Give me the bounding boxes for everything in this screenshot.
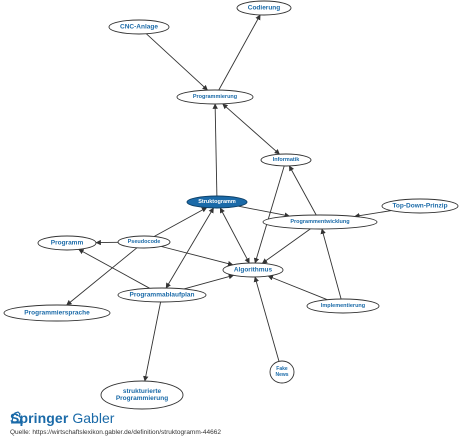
edge-programmentwicklung-algorithmus bbox=[261, 228, 311, 264]
node-shape bbox=[306, 298, 380, 314]
node-shape bbox=[3, 304, 111, 322]
edge-struktogramm-programmentwicklung bbox=[238, 205, 291, 218]
node-informatik[interactable]: Informatik bbox=[260, 153, 312, 167]
edge-implementierung-algorithmus bbox=[267, 275, 328, 301]
edge-programmierung-codierung bbox=[218, 14, 261, 91]
node-programmiersprache[interactable]: Programmiersprache bbox=[3, 304, 111, 322]
node-shape bbox=[176, 89, 254, 105]
node-label: Programm bbox=[51, 240, 84, 247]
node-cnc[interactable]: CNC-Anlage bbox=[108, 19, 170, 35]
node-shape bbox=[100, 380, 184, 410]
node-shape bbox=[117, 287, 207, 303]
node-shape bbox=[186, 195, 248, 209]
edge-programmentwicklung-informatik bbox=[288, 165, 317, 216]
edge-cnc-programmierung bbox=[146, 33, 208, 91]
node-shape bbox=[269, 360, 295, 384]
nodes: CodierungCNC-AnlageProgrammierungInforma… bbox=[3, 0, 459, 410]
node-programm[interactable]: Programm bbox=[37, 235, 97, 251]
node-label: Algorithmus bbox=[234, 267, 273, 274]
edge-programmablaufplan-programm bbox=[78, 249, 150, 289]
node-shape bbox=[381, 198, 459, 214]
node-shape bbox=[260, 153, 312, 167]
node-label: Top-Down-Prinzip bbox=[392, 203, 447, 210]
edge-pseudocode-programmiersprache bbox=[66, 247, 138, 306]
node-shape bbox=[222, 262, 284, 278]
source-text: Quelle: https://wirtschaftslexikon.gable… bbox=[10, 429, 221, 436]
node-topdown[interactable]: Top-Down-Prinzip bbox=[381, 198, 459, 214]
edge-programmablaufplan-strukturierte bbox=[143, 301, 162, 382]
edge-programmablaufplan-algorithmus bbox=[183, 273, 235, 290]
edge-fakenews-algorithmus bbox=[253, 276, 280, 362]
edge-programmierung-informatik bbox=[222, 103, 280, 155]
node-label: Programmablaufplan bbox=[129, 292, 194, 299]
node-label: Fake bbox=[276, 366, 288, 372]
node-shape bbox=[236, 0, 292, 16]
node-shape bbox=[37, 235, 97, 251]
springer-horse-icon bbox=[11, 411, 23, 424]
node-label: Informatik bbox=[273, 157, 301, 163]
node-label: CNC-Anlage bbox=[120, 24, 158, 31]
node-label: Programmiersprache bbox=[24, 310, 90, 317]
node-label: Struktogramm bbox=[198, 199, 236, 205]
springer-gabler-logo: Springer Gabler bbox=[10, 410, 221, 426]
node-label: Programmierung bbox=[116, 395, 168, 402]
brand-sub: Gabler bbox=[72, 410, 115, 426]
edge-struktogramm-programmierung bbox=[212, 103, 218, 197]
node-pseudocode[interactable]: Pseudocode bbox=[117, 235, 171, 249]
node-programmablaufplan[interactable]: Programmablaufplan bbox=[117, 287, 207, 303]
node-label: Implementierung bbox=[321, 303, 365, 309]
node-label: Pseudocode bbox=[128, 239, 161, 245]
node-programmierung[interactable]: Programmierung bbox=[176, 89, 254, 105]
node-codierung[interactable]: Codierung bbox=[236, 0, 292, 16]
node-struktogramm[interactable]: Struktogramm bbox=[186, 195, 248, 209]
brand-name: Springer bbox=[10, 410, 69, 426]
edge-struktogramm-algorithmus bbox=[219, 207, 250, 264]
edge-programmablaufplan-struktogramm bbox=[165, 207, 214, 289]
node-label: News bbox=[275, 372, 288, 378]
edges bbox=[66, 14, 392, 382]
edge-implementierung-programmentwicklung bbox=[320, 228, 342, 300]
node-programmentwicklung[interactable]: Programmentwicklung bbox=[262, 214, 378, 230]
node-shape bbox=[108, 19, 170, 35]
node-label: Programmierung bbox=[193, 94, 237, 100]
edge-informatik-algorithmus bbox=[253, 165, 285, 264]
node-label: Codierung bbox=[248, 5, 281, 12]
node-label: Programmentwicklung bbox=[290, 219, 349, 225]
node-implementierung[interactable]: Implementierung bbox=[306, 298, 380, 314]
node-algorithmus[interactable]: Algorithmus bbox=[222, 262, 284, 278]
node-label: strukturierte bbox=[123, 388, 162, 395]
edge-pseudocode-algorithmus bbox=[161, 246, 234, 267]
footer: Springer Gabler Quelle: https://wirtscha… bbox=[10, 410, 221, 436]
node-shape bbox=[262, 214, 378, 230]
edge-topdown-programmentwicklung bbox=[354, 210, 392, 219]
node-shape bbox=[117, 235, 171, 249]
